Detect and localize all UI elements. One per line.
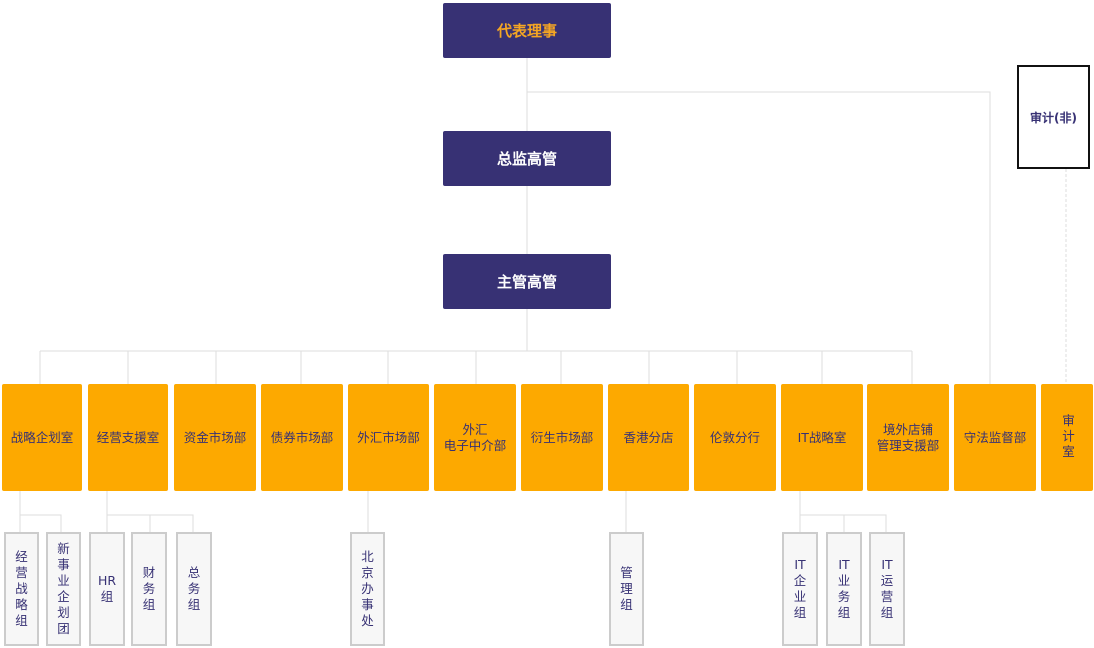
sub-finance: 财 务 组 (131, 532, 167, 646)
exec-ceo: 代表理事 (443, 3, 611, 58)
dept-it-strategy: IT战略室 (781, 384, 863, 491)
dept-overseas-support: 境外店铺 管理支援部 (867, 384, 949, 491)
sub-hr: HR 组 (89, 532, 125, 646)
sub-it-enterprise: IT 企 业 组 (782, 532, 818, 646)
sub-beijing-office: 北 京 办 事 处 (350, 532, 385, 646)
dept-fx-brokerage: 外汇 电子中介部 (434, 384, 516, 491)
dept-bond-market: 债券市场部 (261, 384, 343, 491)
dept-funds-market: 资金市场部 (174, 384, 256, 491)
dept-compliance: 守法监督部 (954, 384, 1036, 491)
sub-hk-management: 管 理 组 (609, 532, 644, 646)
dept-london: 伦敦分行 (694, 384, 776, 491)
dept-fx-market: 外汇市场部 (348, 384, 429, 491)
exec-manager: 主管高管 (443, 254, 611, 309)
dept-hongkong: 香港分店 (608, 384, 689, 491)
dept-audit: 审计室 (1041, 384, 1093, 491)
sub-new-business: 新 事 业 企 划 团 (46, 532, 81, 646)
sub-it-business: IT 业 务 组 (826, 532, 862, 646)
exec-director: 总监高管 (443, 131, 611, 186)
dept-management-support: 经营支援室 (88, 384, 168, 491)
sub-general-affairs: 总 务 组 (176, 532, 212, 646)
sub-strategy-group: 经 营 战 略 组 (4, 532, 39, 646)
dept-derivatives: 衍生市场部 (521, 384, 603, 491)
audit-box: 审计(非) (1017, 65, 1090, 169)
sub-it-operations: IT 运 营 组 (869, 532, 905, 646)
dept-strategy: 战略企划室 (2, 384, 82, 491)
